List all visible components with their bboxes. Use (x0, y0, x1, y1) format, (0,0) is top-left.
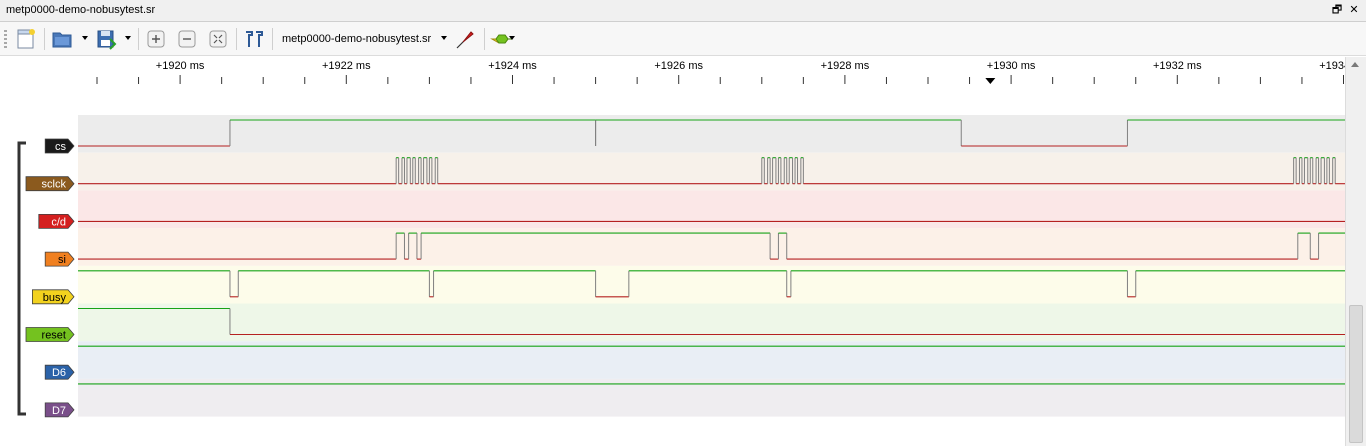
trace-view[interactable]: +1920 ms +1922 ms +1924 ms +1926 ms +1928 ms… (0, 57, 1366, 446)
channel-label-cs (44, 138, 75, 154)
scrollbar-thumb[interactable] (1349, 305, 1363, 443)
zoom-fit-button[interactable] (206, 27, 230, 51)
save-file-button[interactable] (94, 27, 118, 51)
trace-row-c/d (78, 190, 1345, 229)
save-dropdown-chevron-icon[interactable] (125, 36, 131, 40)
channel-label-busy (32, 289, 75, 305)
trace-row-reset (78, 303, 1345, 342)
channel-label-text: c/d (51, 216, 66, 228)
decoder-icon (490, 34, 512, 44)
toolbar-separator (44, 28, 45, 50)
ruler-label: +1926 ms (654, 60, 703, 72)
trace-row-busy (78, 265, 1345, 304)
session-title: metp0000-demo-nobusytest.sr (6, 4, 156, 16)
toolbar-separator (138, 28, 139, 50)
cursor-icon (246, 31, 263, 47)
toolbar-grip[interactable] (4, 30, 7, 48)
trace-row-cs (78, 115, 1345, 153)
ruler-label: +1930 ms (987, 60, 1036, 72)
ruler-label: +1924 ms (488, 60, 537, 72)
trace-row-D7 (78, 378, 1345, 417)
time-marker-triangle-icon (985, 78, 996, 84)
zoom-in-button[interactable] (144, 27, 168, 51)
session-title-bar: metp0000-demo-nobusytest.sr 🗗 ✕ (0, 0, 1366, 22)
channel-label-text: si (58, 254, 66, 266)
ruler-label: +1934 ms (1319, 60, 1345, 72)
channel-label-text: reset (42, 330, 66, 342)
toolbar-separator (236, 28, 237, 50)
decoder-dropdown-chevron-icon[interactable] (509, 36, 515, 40)
channel-label-text: sclck (42, 179, 67, 191)
ruler-label: +1922 ms (322, 60, 371, 72)
vertical-scrollbar[interactable] (1345, 57, 1366, 446)
trace-row-sclck (78, 152, 1345, 191)
channel-label-D7 (44, 402, 75, 418)
channel-label-sclck (25, 176, 75, 192)
zoom-fit-icon (209, 30, 227, 48)
channel-label-D6 (44, 364, 75, 380)
trace-row-si (78, 228, 1345, 266)
scroll-up-arrow-icon[interactable] (1351, 62, 1359, 67)
channel-label-text: busy (43, 292, 67, 304)
save-file-icon (97, 30, 117, 50)
channel-label-reset (25, 327, 75, 342)
open-file-icon (52, 32, 72, 48)
channel-group-bracket (17, 141, 26, 416)
session-dropdown-chevron-icon[interactable] (441, 36, 447, 40)
toolbar-separator (272, 28, 273, 50)
ruler-label: +1920 ms (156, 60, 205, 72)
channel-label-text: D7 (52, 405, 66, 417)
configure-device-button[interactable] (453, 27, 477, 51)
channel-label-c/d (38, 214, 75, 229)
probe-icon (456, 31, 474, 49)
show-cursors-button[interactable] (242, 27, 266, 51)
zoom-out-icon (178, 30, 196, 48)
open-dropdown-chevron-icon[interactable] (82, 36, 88, 40)
channel-label-text: cs (55, 141, 67, 153)
restore-window-icon[interactable]: 🗗 (1331, 4, 1343, 16)
ruler-label: +1932 ms (1153, 60, 1202, 72)
trace-canvas[interactable]: +1920 ms +1922 ms +1924 ms +1926 ms +1928 ms… (0, 57, 1345, 446)
toolbar-separator (484, 28, 485, 50)
time-ruler (78, 57, 1345, 115)
open-file-button[interactable] (50, 27, 74, 51)
main-toolbar: metp0000-demo-nobusytest.sr (0, 22, 1366, 56)
new-session-button[interactable] (14, 27, 38, 51)
zoom-out-button[interactable] (175, 27, 199, 51)
new-session-icon (17, 29, 35, 49)
channel-label-text: D6 (52, 367, 66, 379)
channel-label-si (44, 251, 75, 267)
trace-row-D6 (78, 341, 1345, 379)
close-window-icon[interactable]: ✕ (1349, 4, 1359, 16)
add-decoder-button[interactable] (490, 27, 514, 51)
ruler-label: +1928 ms (821, 60, 870, 72)
zoom-in-icon (147, 30, 165, 48)
session-selector[interactable]: metp0000-demo-nobusytest.sr (282, 33, 432, 45)
